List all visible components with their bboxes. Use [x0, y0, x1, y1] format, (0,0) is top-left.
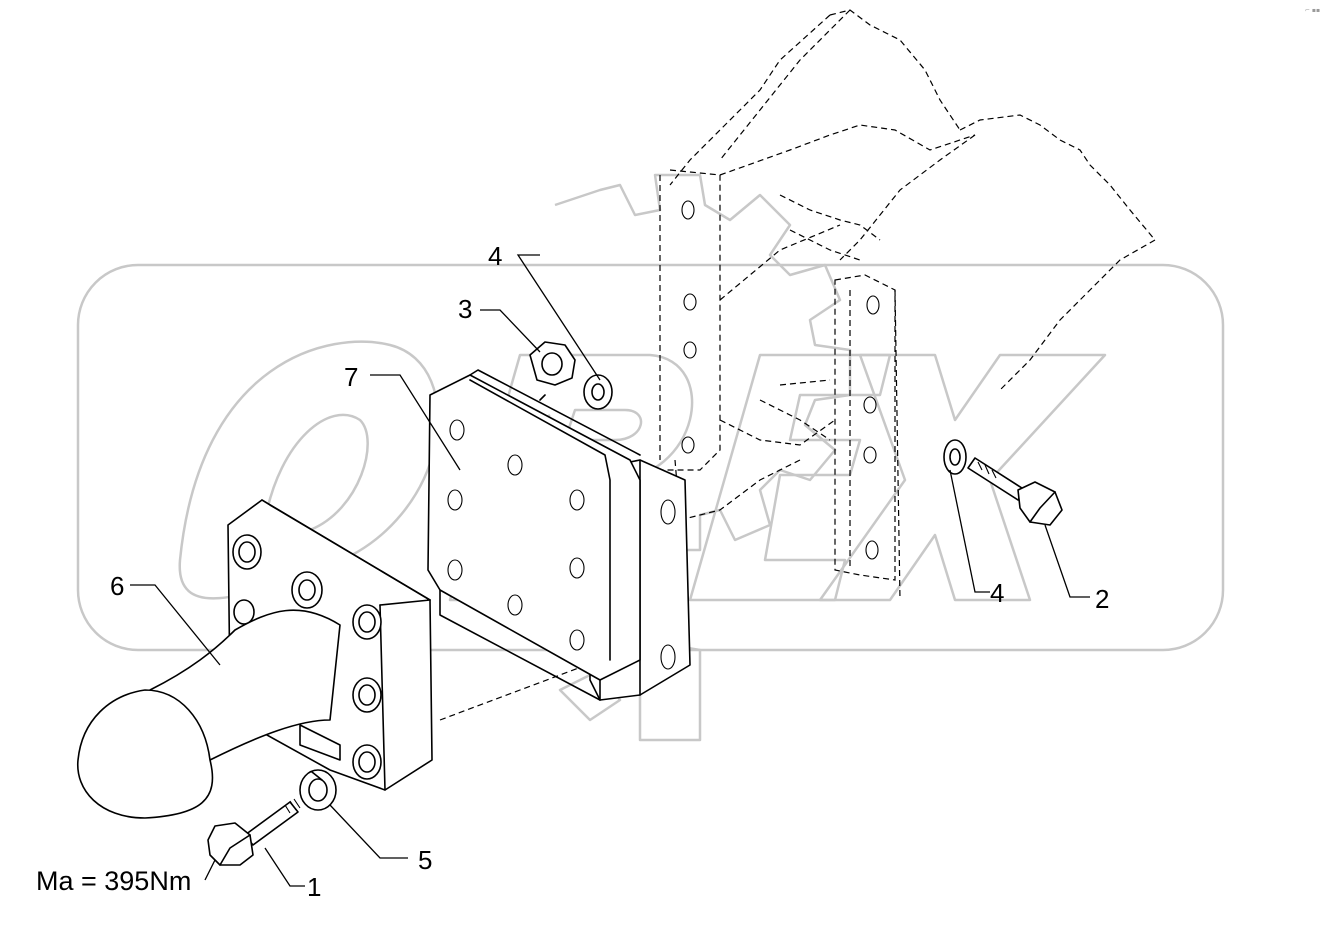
- callout-5: 5: [418, 845, 432, 875]
- corner-mark: ⌐ ▪▪: [1305, 7, 1320, 14]
- leader-2: [1044, 524, 1090, 598]
- callout-6: 6: [110, 571, 124, 601]
- leader-3: [480, 309, 541, 353]
- part-4-washer-upper: [583, 374, 613, 410]
- leader-7: [370, 374, 461, 471]
- leader-4-upper: [516, 254, 601, 381]
- part-1-bolt: [207, 798, 301, 866]
- callout-2: 2: [1095, 584, 1109, 614]
- part-2-bolt: [967, 457, 1063, 526]
- leader-lines: [130, 254, 1090, 887]
- part-4-washer-right: [943, 439, 967, 475]
- callout-4-right: 4: [990, 578, 1004, 608]
- callout-4-upper: 4: [488, 241, 502, 271]
- leader-4-right: [949, 469, 990, 593]
- callout-3: 3: [458, 294, 472, 324]
- part-3-nut: [529, 341, 576, 386]
- part-6-towing-head: [77, 499, 433, 819]
- leader-5: [329, 804, 408, 859]
- part-5-lock-washer: [299, 769, 337, 811]
- callout-1: 1: [307, 872, 321, 902]
- part-7-adapter-plate: [427, 369, 691, 701]
- callout-labels: 4 3 7 6 4 2 5 1 Ma = 395Nm: [36, 241, 1109, 902]
- leader-1: [264, 847, 305, 887]
- leader-torque: [204, 859, 216, 881]
- torque-spec: Ma = 395Nm: [36, 866, 191, 896]
- callout-7: 7: [344, 362, 358, 392]
- leader-6: [130, 584, 221, 666]
